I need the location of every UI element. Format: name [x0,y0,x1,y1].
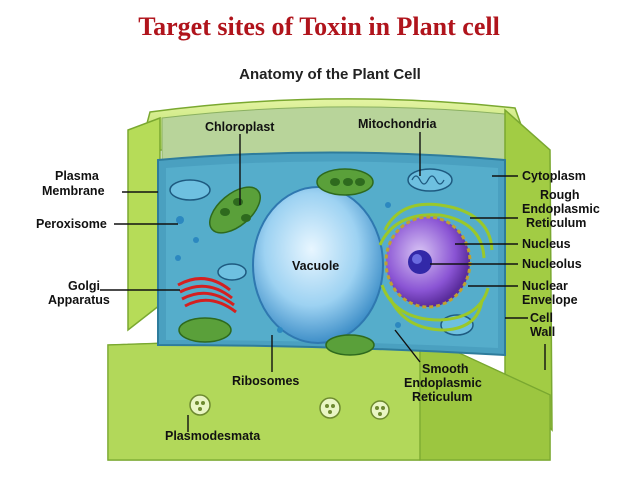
label-smooth-er-line2: Endoplasmic [404,376,482,390]
label-mitochondria: Mitochondria [358,117,438,131]
label-cell-wall-line2: Wall [530,325,555,339]
label-chloroplast: Chloroplast [205,120,275,134]
golgi-shape [177,277,237,314]
label-nucleus: Nucleus [522,237,571,251]
chloroplast-shapes [178,168,375,356]
label-cytoplasm: Cytoplasm [522,169,586,183]
label-cell-wall-line1: Cell [530,311,553,325]
leader-lines [100,132,546,432]
label-golgi-line1: Golgi [68,279,100,293]
label-ribosomes: Ribosomes [232,374,299,388]
rough-er-shape [378,202,494,332]
label-smooth-er-line3: Reticulum [412,390,472,404]
label-smooth-er-line1: Smooth [422,362,469,376]
vacuole-shape [252,186,384,344]
plasmodesmata-shapes [189,394,390,420]
label-peroxisome: Peroxisome [36,217,107,231]
label-vacuole: Vacuole [292,259,339,273]
label-rough-er-line2: Endoplasmic [522,202,600,216]
label-nuclear-envelope-line1: Nuclear [522,279,568,293]
peroxisome-shapes [175,202,401,333]
label-plasma-membrane-line2: Membrane [42,184,105,198]
label-golgi-line2: Apparatus [48,293,110,307]
slide-title: Target sites of Toxin in Plant cell [138,12,500,41]
label-rough-er-line1: Rough [540,188,580,202]
nucleus-shape [384,215,472,309]
label-nucleolus: Nucleolus [522,257,582,271]
diagram-title: Anatomy of the Plant Cell [239,66,421,83]
label-plasma-membrane-line1: Plasma [55,169,100,183]
label-rough-er-line3: Reticulum [526,216,586,230]
label-nuclear-envelope-line2: Envelope [522,293,578,307]
label-plasmodesmata: Plasmodesmata [165,429,261,443]
